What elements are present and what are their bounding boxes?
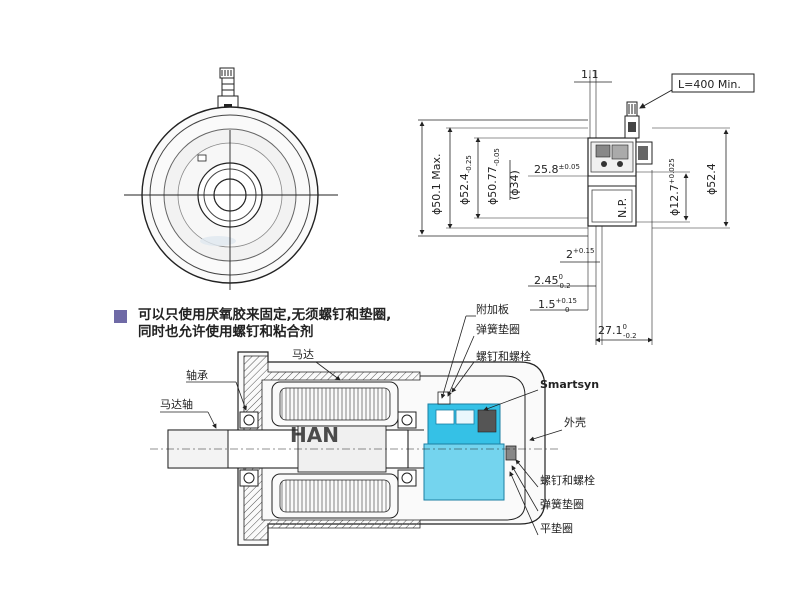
dim-27-1: 27.10-0.2	[598, 323, 637, 340]
label-spring-washer-top: 弹簧垫圈	[476, 322, 520, 336]
np-label: N.P.	[616, 198, 629, 218]
note-bullet-icon	[114, 310, 127, 323]
note-line-1: 可以只使用厌氧胶来固定,无须螺钉和垫圈,	[138, 307, 392, 323]
side-connector-icon	[624, 101, 640, 139]
bearing-left	[239, 411, 259, 487]
cable-length-label: L=400 Min.	[678, 78, 741, 91]
front-view	[124, 67, 338, 290]
dim-2-45: 2.450-0.2	[534, 273, 571, 290]
dim-d52-4-right: ϕ52.4	[705, 163, 718, 195]
dim-d52-4-left: ϕ52.4-0.25	[458, 155, 473, 205]
label-attach-plate: 附加板	[476, 302, 509, 316]
note-line-2: 同时也允许使用螺钉和粘合剂	[138, 324, 314, 340]
label-motor-shaft: 马达轴	[160, 397, 193, 411]
adhesive-note: 可以只使用厌氧胶来固定,无须螺钉和垫圈, 同时也允许使用螺钉和粘合剂	[114, 307, 478, 341]
label-screw-bolt-top: 螺钉和螺栓	[476, 349, 531, 363]
dim-d50-77: ϕ50.77-0.05	[486, 148, 501, 205]
smartsyn-resolver	[423, 443, 505, 501]
label-bearing: 轴承	[186, 368, 208, 382]
dim-25-8: 25.8±0.05	[534, 163, 580, 176]
bearing-right	[397, 411, 417, 487]
label-housing: 外壳	[564, 415, 586, 429]
label-screw-bolt-bottom: 螺钉和螺栓	[540, 473, 595, 487]
label-spring-washer-bottom: 弹簧垫圈	[540, 497, 584, 511]
dim-d34: (ϕ34)	[508, 170, 521, 200]
dim-d50-1: ϕ50.1 Max.	[430, 154, 443, 215]
label-smartsyn: Smartsyn	[540, 378, 599, 391]
side-view: N.P. L=400 Min. ϕ50.1 Max. ϕ52.4-0.25 ϕ5…	[418, 68, 755, 345]
label-motor: 马达	[292, 348, 314, 361]
label-flat-washer: 平垫圈	[540, 521, 573, 535]
dim-2: 2+0.15	[566, 247, 594, 261]
dim-d12-7: ϕ12.7+0.025	[668, 158, 681, 216]
svg-text:HAN: HAN	[290, 423, 339, 447]
dim-1-1: 1.1	[581, 68, 599, 81]
section-view: HAN 附加板 弹簧垫圈 螺钉和螺栓 Smartsyn 马达 轴承 马达轴 外壳…	[150, 302, 599, 546]
